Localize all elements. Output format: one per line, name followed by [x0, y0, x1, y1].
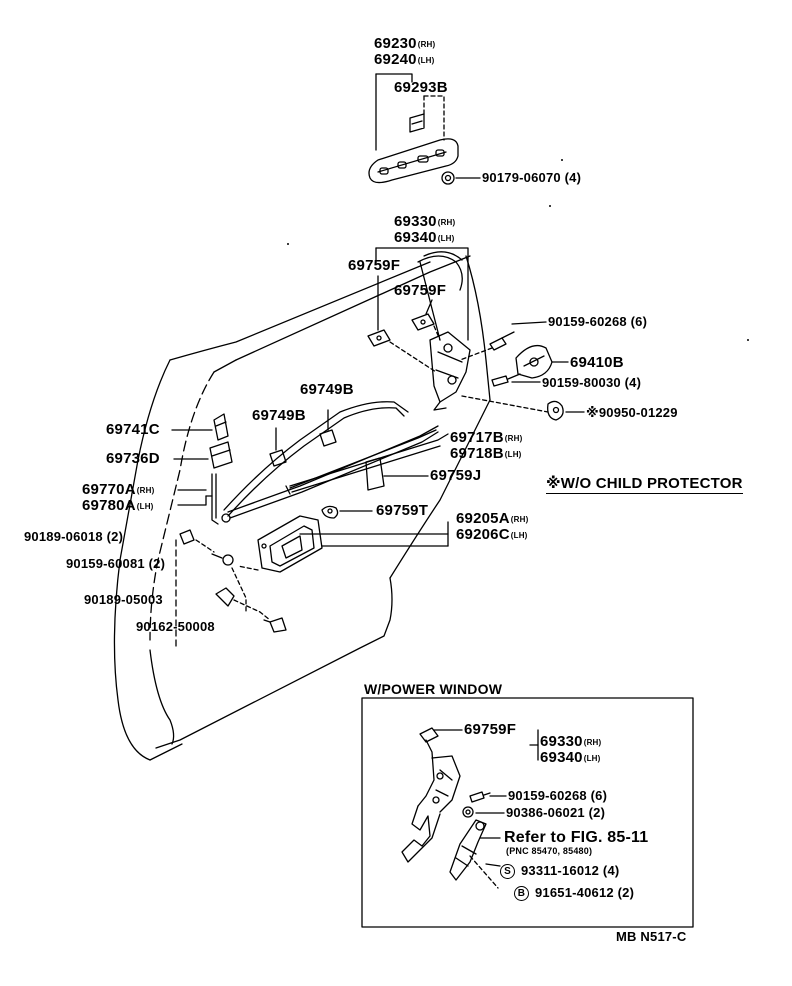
power-window-box — [361, 697, 694, 928]
label-69741C: 69741C — [106, 421, 160, 438]
label-69205A: 69205A(RH) — [456, 511, 528, 528]
pw-label-90159-60268: 90159-60268 (6) — [508, 788, 608, 803]
part-number: 69240 — [374, 51, 417, 68]
part-69741C — [213, 413, 229, 441]
label-69718B: 69718B(LH) — [450, 446, 522, 463]
part-number: 69330 — [540, 733, 583, 750]
label-90159-60268: 90159-60268 (6) — [548, 314, 648, 329]
screw-90159-80030 — [491, 373, 521, 387]
pw-label-93311-16012: S 93311-16012 (4) — [500, 863, 620, 880]
clip-69749B-a — [319, 429, 337, 447]
pw-screw-90159-60268 — [469, 791, 491, 803]
clip-69759F-b — [411, 313, 435, 331]
rod-69770A — [211, 473, 231, 525]
part-number: 69206C — [456, 526, 510, 543]
s-symbol-icon: S — [500, 864, 515, 880]
pw-lock-assembly — [401, 727, 461, 863]
part-number: 91651-40612 (2) — [535, 885, 635, 900]
b-symbol-icon: B — [514, 886, 529, 902]
side-suffix: (LH) — [583, 754, 601, 763]
screw-90162-50008 — [263, 617, 287, 633]
inside-handle — [257, 515, 323, 573]
side-suffix: (LH) — [437, 234, 455, 243]
label-69330: 69330(RH) — [394, 214, 455, 231]
side-suffix: (RH) — [510, 515, 529, 524]
label-69780A: 69780A(LH) — [82, 498, 154, 515]
side-suffix: (LH) — [136, 502, 154, 511]
label-69293B: 69293B — [394, 79, 448, 96]
clip-69759F-a — [367, 329, 391, 347]
label-69340: 69340(LH) — [394, 230, 455, 247]
side-suffix: (RH) — [504, 434, 523, 443]
outside-handle-part — [368, 113, 459, 184]
side-suffix: (LH) — [417, 56, 435, 65]
part-number: 69718B — [450, 445, 504, 462]
part-number: 69340 — [394, 229, 437, 246]
side-suffix: (RH) — [583, 738, 602, 747]
label-69759T: 69759T — [376, 502, 429, 519]
striker-69410B — [515, 344, 553, 379]
part-69736D — [209, 441, 233, 469]
pw-label-90386-06021: 90386-06021 (2) — [506, 805, 606, 820]
rod-69749B-upper — [223, 401, 409, 517]
part-number: 69340 — [540, 749, 583, 766]
part-number: 93311-16012 (4) — [521, 863, 620, 878]
pw-refer-note: Refer to FIG. 85-11 — [504, 829, 649, 846]
door-lock-assembly — [417, 251, 471, 411]
part-number: 69770A — [82, 481, 136, 498]
label-90950-01229: ※90950-01229 — [586, 405, 678, 420]
side-suffix: (RH) — [417, 40, 436, 49]
pw-label-69340: 69340(LH) — [540, 750, 601, 767]
part-number: 69230 — [374, 35, 417, 52]
part-number: 69330 — [394, 213, 437, 230]
fastener-90189-06018 — [179, 529, 195, 545]
label-69240: 69240(LH) — [374, 52, 435, 69]
pw-label-69759F: 69759F — [464, 721, 517, 738]
label-69206C: 69206C(LH) — [456, 527, 528, 544]
label-69759F-b: 69759F — [394, 282, 447, 299]
pw-washer-90386 — [462, 806, 474, 818]
label-69759F-a: 69759F — [348, 257, 401, 274]
pw-label-69330: 69330(RH) — [540, 734, 601, 751]
label-69736D: 69736D — [106, 450, 160, 467]
door-outline — [113, 255, 491, 761]
side-suffix: (LH) — [510, 531, 528, 540]
label-69749B-b: 69749B — [252, 407, 306, 424]
label-69717B: 69717B(RH) — [450, 430, 522, 447]
label-90159-80030: 90159-80030 (4) — [542, 375, 642, 390]
screw-90159-60081 — [211, 553, 234, 566]
pw-motor — [449, 819, 487, 881]
label-90179-06070: 90179-06070 (4) — [482, 170, 582, 185]
part-number: 69780A — [82, 497, 136, 514]
label-69770A: 69770A(RH) — [82, 482, 154, 499]
side-suffix: (LH) — [504, 450, 522, 459]
fastener-90189-05003 — [215, 587, 235, 607]
power-window-title: W/POWER WINDOW — [364, 681, 503, 697]
part-number: 69205A — [456, 510, 510, 527]
label-69759J: 69759J — [430, 467, 482, 484]
clip-90950-01229 — [547, 400, 564, 421]
label-90162-50008: 90162-50008 — [136, 619, 215, 634]
label-90189-06018: 90189-06018 (2) — [24, 529, 124, 544]
label-69410B: 69410B — [570, 354, 624, 371]
pw-pnc-note: (PNC 85470, 85480) — [506, 846, 593, 856]
side-suffix: (RH) — [136, 486, 155, 495]
screw-90159-60268 — [489, 331, 515, 351]
clip-69749B-b — [269, 449, 287, 467]
label-90159-60081: 90159-60081 (2) — [66, 556, 166, 571]
fastener-90179 — [441, 171, 455, 185]
clip-69759T — [321, 505, 339, 519]
label-69749B-a: 69749B — [300, 381, 354, 398]
pad-69759J — [365, 457, 385, 491]
rod-69717B — [289, 433, 449, 493]
figure-code: MB N517-C — [616, 929, 687, 944]
label-90189-05003: 90189-05003 — [84, 592, 163, 607]
child-protector-note: ※W/O CHILD PROTECTOR — [546, 475, 743, 494]
part-number: 69717B — [450, 429, 504, 446]
side-suffix: (RH) — [437, 218, 456, 227]
pw-label-91651-40612: B 91651-40612 (2) — [514, 885, 635, 902]
label-69230: 69230(RH) — [374, 36, 435, 53]
